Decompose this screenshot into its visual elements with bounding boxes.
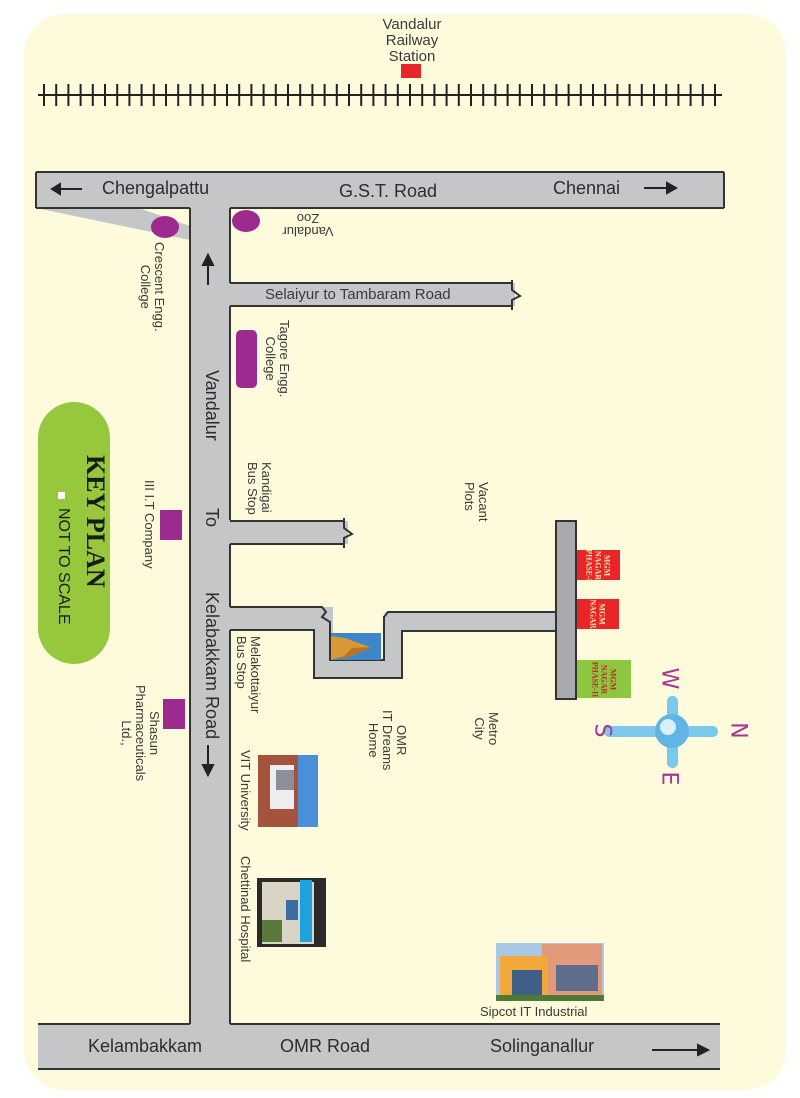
chettinad-hospital-label: Chettinad Hospital xyxy=(238,856,253,963)
iiit-company-label: III I.T Company xyxy=(142,480,157,569)
bullet-icon xyxy=(58,492,65,499)
iiit-marker xyxy=(160,510,182,540)
compass-s: S xyxy=(589,723,615,738)
melakottaiyur-bus-stop-label: Melakottaiyur Bus Stop xyxy=(234,636,263,714)
plot-mgm-nagar-phase-1[interactable]: MGM NAGAR PHASE-I xyxy=(577,548,620,582)
zoo-marker xyxy=(232,210,260,232)
arrow-down-icon xyxy=(201,745,215,778)
plot-mgm-nagar[interactable]: MGM NAGAR xyxy=(577,599,619,629)
tagore-college-label: Tagore Engg. College xyxy=(263,320,292,398)
omr-road-name: OMR Road xyxy=(280,1036,371,1056)
plot-label: MGM NAGAR xyxy=(589,599,607,629)
vandalur-road-label-2: To xyxy=(202,508,222,528)
chettinad-hospital-image xyxy=(257,878,326,947)
selaiyur-road xyxy=(230,283,515,306)
gst-road-chennai: Chennai xyxy=(553,178,621,198)
vacant-plots-label: Vacant Plots xyxy=(462,482,491,522)
shasun-label: Shasun Pharmaceuticals Ltd., xyxy=(119,685,162,782)
temple-image xyxy=(331,633,381,660)
station-marker xyxy=(401,64,421,78)
omr-kelambakkam: Kelambakkam xyxy=(88,1036,203,1056)
arrow-left-icon xyxy=(50,182,82,196)
railway-track xyxy=(38,84,722,106)
gst-road-name: G.S.T. Road xyxy=(339,181,438,201)
railway-station-label: Vandalur Railway Station xyxy=(382,16,442,65)
compass-rose-icon xyxy=(604,696,718,768)
omr-road xyxy=(38,1024,720,1069)
crescent-marker xyxy=(151,216,179,238)
plot-label: MGM NAGAR PHASE-I xyxy=(584,548,612,582)
key-plan-badge xyxy=(38,402,110,664)
omr-it-dreams-label: OMR IT Dreams Home xyxy=(366,710,409,771)
arrow-up-icon xyxy=(201,252,215,285)
vandalur-kelabakkam-road xyxy=(190,208,230,1024)
gst-road-chengalpattu: Chengalpattu xyxy=(102,178,210,198)
omr-solinganallur: Solinganallur xyxy=(490,1036,595,1056)
vandalur-road-label-1: Vandalur xyxy=(202,370,222,441)
compass-w: W xyxy=(656,667,682,690)
site-road xyxy=(555,520,577,700)
arrow-right-omr-icon xyxy=(652,1043,711,1057)
crescent-college-label: Crescent Engg. College xyxy=(138,242,167,332)
sipcot-image xyxy=(496,943,604,1001)
compass-n: N xyxy=(725,722,751,739)
selaiyur-road-label: Selaiyur to Tambaram Road xyxy=(265,286,451,303)
metro-city-label: Metro City xyxy=(472,712,501,746)
kandigai-road xyxy=(230,521,348,544)
vit-university-image xyxy=(258,755,318,827)
sipcot-label: Sipcot IT Industrial xyxy=(480,1004,588,1019)
key-plan-note: NOT TO SCALE xyxy=(55,508,72,625)
tagore-marker xyxy=(236,330,257,388)
vandalur-zoo-label: Vandalur Zoo xyxy=(282,211,334,239)
kandigai-bus-stop-label: Kandigai Bus Stop xyxy=(245,462,274,515)
plot-label: MGM NAGAR PHASE-II xyxy=(590,661,618,697)
key-plan-title: KEY PLAN xyxy=(81,455,110,588)
arrow-right-icon xyxy=(644,181,679,195)
shasun-marker xyxy=(163,699,185,729)
compass-e: E xyxy=(656,771,682,786)
plot-mgm-nagar-phase-2[interactable]: MGM NAGAR PHASE-II xyxy=(577,660,631,698)
vandalur-road-label-3: Kelabakkam Road xyxy=(202,592,222,740)
vit-university-label: VIT University xyxy=(238,750,253,831)
